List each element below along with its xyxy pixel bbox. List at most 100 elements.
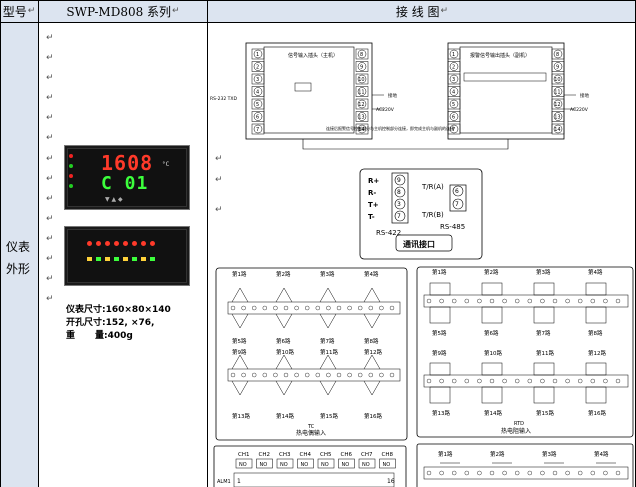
alarm-led bbox=[114, 241, 119, 246]
ground-label-right: 接地 bbox=[580, 92, 589, 99]
tc-channel-label: 第8路 bbox=[364, 337, 379, 345]
bottom-channel-label: 第4路 bbox=[594, 450, 609, 458]
trb-label: T/R(B) bbox=[421, 211, 444, 219]
status-led bbox=[114, 257, 119, 261]
rs232-label: RS-232 TXD bbox=[210, 96, 237, 102]
rtd-channel-label: 第12路 bbox=[588, 349, 606, 357]
meter-sv-display: C 01 bbox=[101, 173, 149, 194]
spec-size: 仪表尺寸:160×80×140 bbox=[66, 305, 171, 315]
tc-channel-label: 第16路 bbox=[364, 412, 382, 420]
r-minus-label: R- bbox=[368, 189, 376, 197]
tc-input-diagram: 第1路第2路第3路第4路第5路第6路第7路第8路第9路第10路第11路第12路第… bbox=[215, 267, 408, 441]
terminal-8: 8 bbox=[556, 52, 559, 58]
sub-connector-title: 报警信号输出插头（副机） bbox=[470, 52, 530, 59]
t-plus-label: T+ bbox=[368, 201, 379, 209]
tc-caption-2: 热电偶输入 bbox=[296, 429, 326, 437]
status-led bbox=[105, 257, 110, 261]
alarm-channel-label: CH3 bbox=[279, 452, 291, 458]
alarm-no-label: NO bbox=[321, 462, 329, 468]
dimension-specs: 仪表尺寸:160×80×140 开孔尺寸:152, ×76, 重量:400g bbox=[66, 304, 171, 343]
header-cell-wiring: 接 线 图↵ bbox=[208, 0, 636, 23]
header-cell-model: 型号↵ bbox=[0, 0, 38, 23]
alarm-led bbox=[87, 241, 92, 246]
para-mark: ↵ bbox=[46, 234, 54, 244]
left-label-cell bbox=[0, 23, 38, 487]
tc-caption-1: TC bbox=[307, 424, 315, 430]
alarm-led bbox=[123, 241, 128, 246]
bottom-channel-label: 第2路 bbox=[490, 450, 505, 458]
alarm-no-label: NO bbox=[239, 462, 247, 468]
rtd-channel-label: 第6路 bbox=[484, 329, 499, 337]
terminal-10: 10 bbox=[554, 77, 560, 83]
tc-channel-label: 第7路 bbox=[320, 337, 335, 345]
terminal-14: 14 bbox=[358, 127, 364, 133]
para-mark: ↵ bbox=[215, 205, 223, 215]
tc-channel-label: 第12路 bbox=[364, 348, 382, 356]
alarm-no-label: NO bbox=[260, 462, 268, 468]
alarm-no-label: NO bbox=[342, 462, 350, 468]
rtd-channel-label: 第14路 bbox=[484, 409, 502, 417]
terminal-5: 5 bbox=[256, 102, 259, 108]
meter-unit: °C bbox=[162, 161, 170, 168]
terminal-8: 8 bbox=[360, 52, 363, 58]
header-cell-series: SWP-MD808 系列↵ bbox=[39, 0, 207, 23]
para-mark: ↵ bbox=[46, 133, 54, 143]
terminal-14: 14 bbox=[554, 127, 560, 133]
alarm-output-diagram: CH1NOCH2NOCH3NOCH4NOCH5NOCH6NOCH7NOCH8NO… bbox=[213, 445, 407, 487]
tc-channel-label: 第15路 bbox=[320, 412, 338, 420]
alarm-channel-label: CH5 bbox=[320, 452, 332, 458]
tc-channel-label: 第14路 bbox=[276, 412, 294, 420]
alarm-no-label: NO bbox=[301, 462, 309, 468]
rs422-label: RS-422 bbox=[376, 229, 401, 237]
alarm-led bbox=[96, 241, 101, 246]
comm-term-8: 8 bbox=[397, 189, 401, 196]
left-label-line1: 仪表 bbox=[6, 240, 31, 254]
rtd-channel-label: 第1路 bbox=[432, 268, 447, 276]
rtd-channel-label: 第9路 bbox=[432, 349, 447, 357]
comm-term-7b: 7 bbox=[455, 201, 459, 208]
ac-label-right: AC220V bbox=[570, 107, 589, 113]
grid-line-col1 bbox=[38, 0, 39, 487]
left-label-line2: 外形 bbox=[6, 262, 31, 276]
grid-line-left bbox=[0, 0, 1, 487]
t-minus-label: T- bbox=[368, 213, 375, 221]
tc-channel-label: 第13路 bbox=[232, 412, 250, 420]
terminal-9: 9 bbox=[556, 65, 559, 71]
terminal-1: 1 bbox=[452, 52, 455, 58]
para-mark: ↵ bbox=[46, 154, 54, 164]
meter-front-digital: 1608 °C C 01 ▼ ▲ ◆ bbox=[64, 145, 190, 210]
terminal-12: 12 bbox=[358, 102, 364, 108]
comm-interface-diagram: R+ R- T+ T- 9 8 3 7 T/R(A) 6 7 T/R(B) RS… bbox=[359, 168, 483, 260]
comm-caption: 通讯接口 bbox=[403, 239, 435, 249]
alarm-first-term: 1 bbox=[237, 478, 241, 485]
para-mark: ↵ bbox=[46, 294, 54, 304]
alarm-led bbox=[132, 241, 137, 246]
header-wiring-label: 接 线 图 bbox=[395, 4, 440, 19]
rtd-channel-label: 第5路 bbox=[432, 329, 447, 337]
status-led bbox=[96, 257, 101, 261]
status-led bbox=[123, 257, 128, 261]
main-connector-title: 信号输入插头（主机） bbox=[288, 52, 338, 59]
alarm-channel-label: CH1 bbox=[238, 452, 249, 458]
grid-line-top bbox=[0, 0, 636, 1]
para-mark: ↵ bbox=[46, 33, 54, 43]
alarm-alm-label: ALM1 bbox=[217, 479, 231, 485]
terminal-11: 11 bbox=[554, 90, 560, 96]
tc-channel-label: 第4路 bbox=[364, 270, 379, 278]
alarm-led bbox=[105, 241, 110, 246]
terminal-3: 3 bbox=[256, 77, 259, 83]
para-mark: ↵ bbox=[46, 113, 54, 123]
tc-channel-label: 第1路 bbox=[232, 270, 247, 278]
alarm-led bbox=[141, 241, 146, 246]
status-led bbox=[132, 257, 137, 261]
tc-channel-label: 第6路 bbox=[276, 337, 291, 345]
alarm-no-label: NO bbox=[383, 462, 391, 468]
rtd-channel-label: 第10路 bbox=[484, 349, 502, 357]
terminal-3: 3 bbox=[452, 77, 455, 83]
alarm-channel-label: CH4 bbox=[300, 452, 312, 458]
tc-channel-label: 第11路 bbox=[320, 348, 338, 356]
ground-label-left: 接地 bbox=[388, 92, 397, 99]
